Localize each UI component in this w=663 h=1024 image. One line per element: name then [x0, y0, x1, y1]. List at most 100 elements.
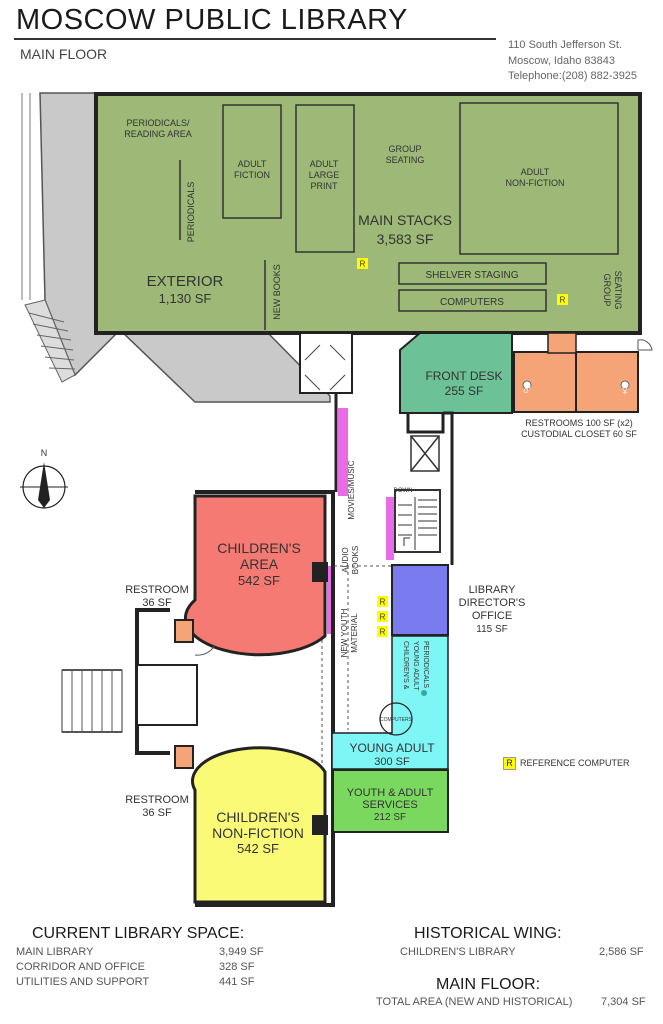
historic-front-stair	[61, 669, 123, 733]
media-shelves	[327, 408, 394, 634]
interior-stair	[394, 489, 441, 553]
historical-row-label: CHILDREN'S LIBRARY	[400, 946, 516, 958]
new-youth-label-1: NEW YOUTH	[340, 608, 349, 657]
legend-label: REFERENCE COMPUTER	[520, 758, 630, 768]
periodicals-label: PERIODICALS	[186, 182, 196, 243]
main-floor-heading: MAIN FLOOR:	[436, 976, 541, 993]
page-title: MOSCOW PUBLIC LIBRARY	[16, 4, 408, 36]
childrens-nonfiction-area: 542 SF	[237, 841, 279, 856]
main-floor-row-value: 7,304 SF	[601, 996, 646, 1008]
main-stacks-area: 3,583 SF	[377, 231, 434, 247]
exterior-name: EXTERIOR	[147, 273, 224, 290]
computers-label: COMPUTERS	[440, 297, 504, 308]
legend-marker: R	[503, 757, 516, 770]
directors-office-area: 115 SF	[476, 624, 508, 635]
front-desk-name: FRONT DESK	[425, 369, 502, 383]
childrens-nonfiction-bay	[312, 815, 328, 835]
ref-marker-4: R	[380, 613, 386, 622]
entrance-doors	[304, 344, 346, 391]
main-stacks-room	[94, 92, 642, 335]
historic-small-rooms	[136, 619, 216, 769]
directors-office-name-3: OFFICE	[472, 610, 512, 622]
youth-services-room	[332, 769, 449, 833]
current-row-2-label: CORRIDOR AND OFFICE	[16, 961, 145, 973]
ref-marker-5: R	[380, 628, 386, 637]
front-desk-room	[399, 332, 513, 414]
stack-shelving	[179, 102, 619, 330]
corridor-dashes	[321, 565, 395, 765]
room-labels: PERIODICALS/ READING AREA PERIODICALS AD…	[124, 118, 637, 856]
ref-marker-2: R	[560, 296, 566, 305]
childrens-nonfiction-room	[191, 746, 327, 904]
restroom-lower-area: 36 SF	[142, 807, 172, 819]
group-seating-side-label-1: GROUP	[602, 273, 612, 306]
childrens-area-name-1: CHILDREN'S	[217, 540, 301, 556]
restroom-upper-area: 36 SF	[142, 597, 172, 609]
youth-services-name-2: SERVICES	[362, 799, 417, 811]
directors-office-name-2: DIRECTOR'S	[459, 597, 526, 609]
adult-fiction-label-2: FICTION	[234, 170, 270, 180]
adult-large-print-label-3: PRINT	[311, 181, 339, 191]
young-adult-name: YOUNG ADULT	[349, 741, 435, 755]
exterior-railing	[21, 93, 31, 300]
audio-books-label-1: AUDIO	[341, 547, 350, 572]
new-books-label: NEW BOOKS	[272, 264, 282, 320]
title-underline	[14, 38, 496, 40]
floor-subtitle: MAIN FLOOR	[20, 46, 108, 62]
youth-services-area: 212 SF	[374, 812, 406, 823]
current-row-2-value: 328 SF	[219, 961, 255, 973]
current-row-3-value: 441 SF	[219, 976, 255, 988]
address-phone: Telephone:(208) 882-3925	[508, 70, 638, 82]
group-seating-top-label-2: SEATING	[386, 155, 425, 165]
stairs-down-label: DOWN	[394, 488, 413, 494]
address-city: Moscow, Idaho 83843	[508, 54, 616, 67]
childrens-area-room	[183, 494, 327, 657]
adult-nonfiction-label-2: NON-FICTION	[506, 178, 565, 188]
historical-row-value: 2,586 SF	[599, 946, 644, 958]
address-block: 110 South Jefferson St. Moscow, Idaho 83…	[508, 38, 637, 85]
directors-office-room	[391, 564, 449, 636]
adult-fiction-label-1: ADULT	[238, 159, 267, 169]
directors-office-name-1: LIBRARY	[469, 584, 517, 596]
periodicals-col-1: CHILDREN'S &	[402, 641, 409, 690]
main-floor-row-label: TOTAL AREA (NEW AND HISTORICAL)	[376, 996, 573, 1008]
childrens-area-name-2: AREA	[240, 556, 279, 572]
current-row-1-label: MAIN LIBRARY	[16, 946, 94, 958]
shelver-staging-label: SHELVER STAGING	[426, 270, 519, 281]
periodicals-reading-label-1: PERIODICALS/	[126, 118, 190, 128]
adult-large-print-label-1: ADULT	[310, 159, 339, 169]
computers-circle	[379, 702, 413, 736]
current-row-1-value: 3,949 SF	[219, 946, 264, 958]
exterior-area: 1,130 SF	[159, 291, 212, 306]
periodicals-col-3: PERIODICALS	[422, 641, 429, 688]
audio-books-label-2: BOOKS	[351, 546, 360, 574]
north-arrow: N	[20, 448, 68, 509]
group-seating-top-label-1: GROUP	[388, 144, 421, 154]
ref-marker-1: R	[360, 260, 366, 269]
exterior-stair	[24, 299, 76, 383]
restroom-upper-name: RESTROOM	[125, 584, 189, 596]
ref-marker-3: R	[380, 598, 386, 607]
computers-small-label: COMPUTERS	[380, 717, 413, 723]
current-row-3-label: UTILITIES AND SUPPORT	[16, 976, 150, 988]
movies-music-label: MOVIES/MUSIC	[347, 460, 356, 519]
restrooms-block: ♂ ♀	[513, 332, 653, 413]
young-adult-area: 300 SF	[374, 756, 410, 768]
restroom-woman-icon: ♀	[619, 382, 631, 399]
address-street: 110 South Jefferson St.	[508, 39, 622, 51]
periodicals-dot	[421, 690, 427, 696]
childrens-nonfiction-name-1: CHILDREN'S	[216, 809, 300, 825]
reference-markers: R R R R R	[357, 258, 568, 637]
childrens-nonfiction-name-2: NON-FICTION	[212, 825, 304, 841]
restroom-lower-name: RESTROOM	[125, 794, 189, 806]
current-space-heading: CURRENT LIBRARY SPACE:	[32, 925, 245, 942]
adult-large-print-label-2: LARGE	[309, 170, 340, 180]
north-label: N	[41, 448, 48, 458]
custodial-note: CUSTODIAL CLOSET 60 SF	[521, 429, 637, 439]
corridor-walls	[334, 393, 454, 565]
new-youth-label-2: MATERIAL	[350, 613, 359, 653]
entrance-vestibule	[299, 332, 353, 394]
main-stacks-name: MAIN STACKS	[358, 212, 452, 228]
childrens-area-bay	[312, 562, 328, 582]
